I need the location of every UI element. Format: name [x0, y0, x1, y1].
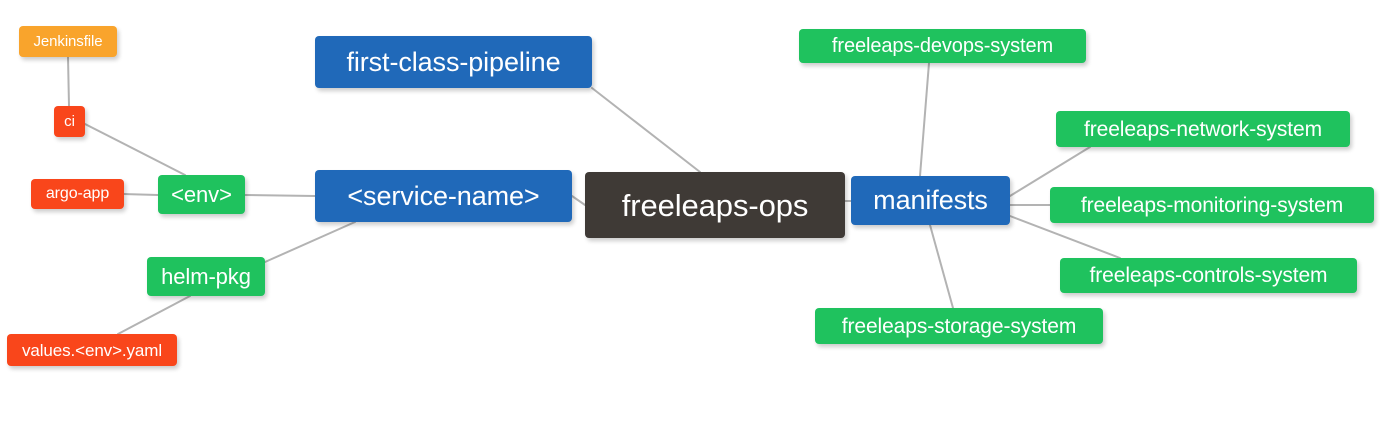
node-freeleaps-monitoring-system[interactable]: freeleaps-monitoring-system [1050, 187, 1374, 223]
node-helm-pkg[interactable]: helm-pkg [147, 257, 265, 296]
node-first-class-pipeline[interactable]: first-class-pipeline [315, 36, 592, 88]
edge-env-to-ci [84, 123, 186, 176]
node-label-argo-app: argo-app [45, 185, 110, 202]
edge-service-name-to-env [244, 194, 316, 197]
node-label-service-name: <service-name> [347, 180, 540, 211]
node-label-helm-pkg: helm-pkg [161, 263, 251, 289]
edge-env-to-argo-app [123, 193, 159, 196]
node-label-freeleaps-network-system: freeleaps-network-system [1083, 117, 1322, 141]
node-freeleaps-controls-system[interactable]: freeleaps-controls-system [1060, 258, 1357, 293]
node-label-root: freeleaps-ops [621, 187, 809, 223]
node-ci[interactable]: ci [54, 106, 85, 137]
node-label-first-class-pipeline: first-class-pipeline [346, 46, 561, 77]
node-label-jenkinsfile: Jenkinsfile [33, 33, 103, 50]
node-label-manifests: manifests [873, 185, 988, 215]
node-argo-app[interactable]: argo-app [31, 179, 124, 209]
edge-manifests-to-freeleaps-devops-system [919, 62, 930, 177]
node-jenkinsfile[interactable]: Jenkinsfile [19, 26, 117, 57]
node-label-freeleaps-devops-system: freeleaps-devops-system [831, 35, 1054, 57]
node-env[interactable]: <env> [158, 175, 245, 214]
node-label-freeleaps-controls-system: freeleaps-controls-system [1089, 264, 1328, 287]
node-label-values-env-yaml: values.<env>.yaml [21, 340, 163, 360]
edge-manifests-to-freeleaps-storage-system [929, 224, 954, 309]
node-label-freeleaps-storage-system: freeleaps-storage-system [841, 314, 1077, 338]
edge-root-to-service-name [571, 195, 586, 206]
edge-root-to-first-class-pipeline [591, 87, 701, 173]
node-values-env-yaml[interactable]: values.<env>.yaml [7, 334, 177, 366]
node-service-name[interactable]: <service-name> [315, 170, 572, 222]
node-freeleaps-storage-system[interactable]: freeleaps-storage-system [815, 308, 1103, 344]
edge-helm-pkg-to-values-env-yaml [117, 295, 191, 335]
node-root[interactable]: freeleaps-ops [585, 172, 845, 238]
node-freeleaps-devops-system[interactable]: freeleaps-devops-system [799, 29, 1086, 63]
node-label-env: <env> [171, 181, 232, 207]
node-label-freeleaps-monitoring-system: freeleaps-monitoring-system [1080, 193, 1344, 217]
edge-ci-to-jenkinsfile [67, 56, 70, 107]
edge-service-name-to-helm-pkg [264, 221, 356, 263]
node-label-ci: ci [64, 113, 75, 130]
node-freeleaps-network-system[interactable]: freeleaps-network-system [1056, 111, 1350, 147]
node-manifests[interactable]: manifests [851, 176, 1010, 225]
